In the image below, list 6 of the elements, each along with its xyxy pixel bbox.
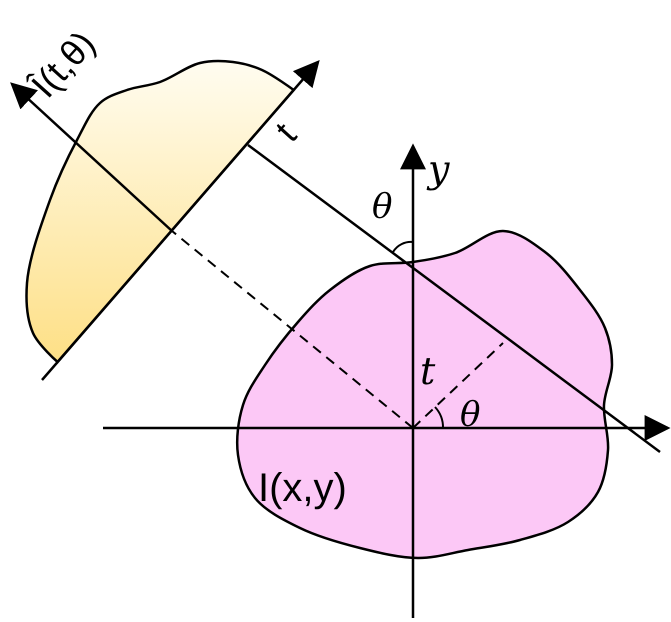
angle-label: θ [372,190,392,224]
angle-label: θ [460,398,480,432]
region-label: I(x,y) [258,468,347,508]
axis-label: y [428,150,450,188]
distance-label: t [420,352,436,390]
axis-label: t [269,116,303,148]
